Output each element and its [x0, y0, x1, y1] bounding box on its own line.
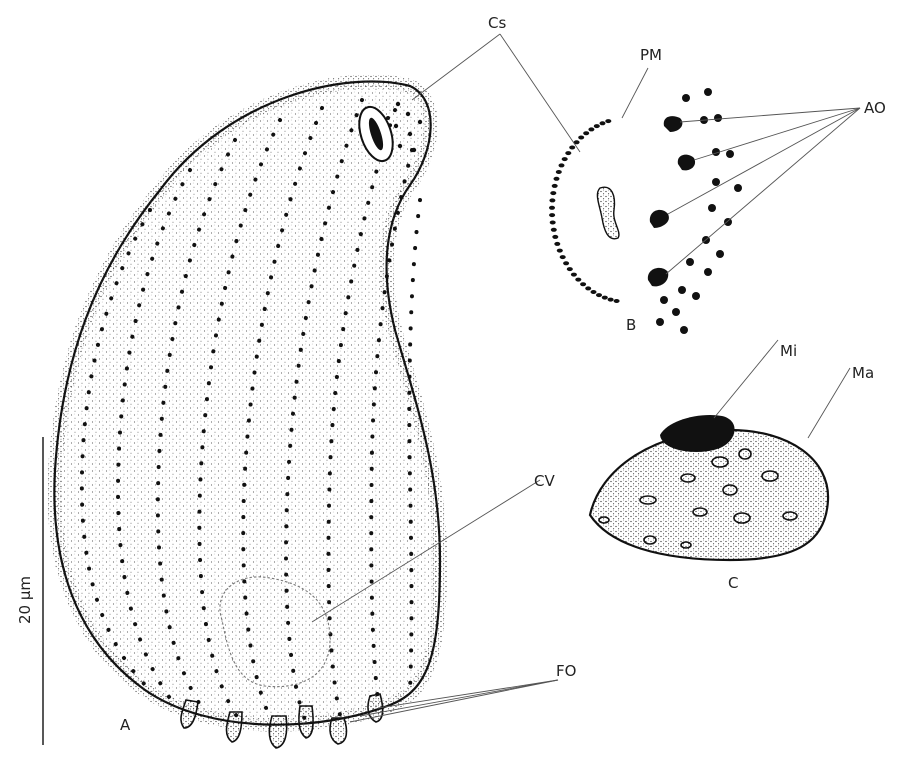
- pm-dot: [565, 151, 571, 155]
- adoral-organelles: [648, 88, 742, 334]
- label-mi: Mi: [780, 342, 797, 360]
- pm-dot: [608, 298, 614, 302]
- label-ao: AO: [864, 99, 886, 117]
- pm-dot: [580, 282, 586, 286]
- pm-dot: [560, 255, 566, 259]
- panel-b-oral-apparatus: [549, 88, 742, 334]
- pm-dot: [596, 293, 602, 297]
- cytostome-b: [597, 187, 619, 239]
- pm-dot: [571, 273, 577, 277]
- pm-dot: [552, 184, 558, 188]
- pm-dot: [563, 261, 569, 265]
- label-b: B: [626, 316, 636, 334]
- pm-dot: [554, 242, 560, 246]
- pm-dot: [575, 278, 581, 282]
- panel-c-nucleus: [590, 415, 828, 560]
- pm-dot: [557, 249, 563, 253]
- label-a: A: [120, 716, 131, 734]
- pm-dot: [567, 267, 573, 271]
- scale-bar-label: 20 µm: [16, 576, 34, 624]
- pm-dot: [602, 296, 608, 300]
- pm-dot: [594, 124, 600, 128]
- pm-dot: [549, 213, 555, 217]
- scale-bar: 20 µm: [16, 437, 43, 745]
- pm-dot: [550, 191, 556, 195]
- label-ma: Ma: [852, 364, 874, 382]
- pm-dot: [588, 127, 594, 131]
- pm-dot: [551, 228, 557, 232]
- pm-dot: [600, 121, 606, 125]
- pm-dot: [614, 299, 620, 303]
- pm-dot: [578, 136, 584, 140]
- pm-dot: [549, 198, 555, 202]
- pm-dot: [556, 170, 562, 174]
- label-cs: Cs: [488, 14, 506, 32]
- pm-dot: [585, 286, 591, 290]
- label-c: C: [728, 574, 738, 592]
- label-cv: CV: [534, 472, 555, 490]
- pm-dot: [552, 235, 558, 239]
- pm-dot: [549, 206, 555, 210]
- pm-dot: [562, 157, 568, 161]
- pm-dot: [569, 146, 575, 150]
- pm-dot: [550, 221, 556, 225]
- panel-a-cell: [54, 82, 440, 748]
- pm-dot: [554, 177, 560, 181]
- label-pm: PM: [640, 46, 662, 64]
- pm-dot: [605, 119, 611, 123]
- pm-dot: [583, 131, 589, 135]
- label-fo: FO: [556, 662, 576, 680]
- pm-dot: [591, 290, 597, 294]
- pm-dot: [559, 163, 565, 167]
